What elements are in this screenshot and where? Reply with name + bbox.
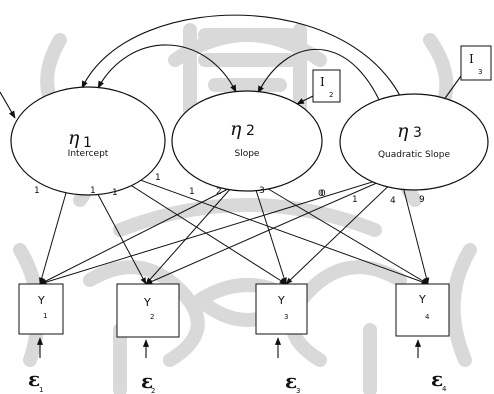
loading-path-eta3-y4	[399, 174, 430, 285]
svg-text:ε: ε	[285, 369, 297, 393]
svg-text:Y: Y	[418, 293, 426, 306]
svg-text:Y: Y	[143, 296, 151, 309]
covariance-eta2-eta3	[257, 48, 391, 129]
loading-path-eta2-y1	[39, 186, 233, 285]
indicator-y3: Y 3	[255, 283, 308, 335]
svg-text:1: 1	[83, 135, 92, 151]
intercept-path-eta1	[0, 91, 16, 119]
svg-text:3: 3	[296, 387, 300, 394]
loading-path-eta2-y3	[254, 186, 287, 285]
loading-label-eta3-y3: 4	[390, 196, 396, 206]
loading-path-eta2-y4	[264, 186, 429, 285]
svg-text:ε: ε	[141, 369, 153, 393]
svg-text:3: 3	[413, 125, 422, 141]
svg-text:I: I	[469, 52, 474, 66]
indicator-y4: Y 4	[395, 283, 450, 337]
error-e1: ε 1	[28, 367, 43, 394]
svg-text:ε: ε	[431, 367, 443, 391]
svg-text:η: η	[397, 120, 409, 142]
latent-eta2: η 2 Slope	[171, 90, 323, 192]
error-e2: ε 2	[141, 369, 155, 394]
loading-path-eta3-y3	[285, 174, 401, 285]
svg-text:1: 1	[39, 386, 43, 394]
loading-label-eta1-y1: 1	[34, 186, 40, 196]
latent-label-slope: Slope	[235, 149, 260, 159]
loading-path-eta3-y1	[39, 174, 396, 285]
loading-label-eta2-y4: 3	[259, 186, 265, 196]
intercept-box-2: I 2	[312, 69, 341, 103]
covariance-eta1-eta2	[97, 44, 237, 93]
loading-label-eta2-y2: 1	[189, 187, 195, 197]
svg-text:4: 4	[425, 313, 430, 321]
svg-text:Y: Y	[37, 294, 45, 307]
latent-label-quadratic-slope: Quadratic Slope	[378, 150, 451, 160]
svg-text:ε: ε	[28, 367, 40, 391]
loading-label-eta3-y4: 9	[419, 195, 425, 205]
loading-path-eta2-y2	[145, 186, 233, 285]
intercept-path-eta2	[296, 95, 314, 105]
svg-text:2: 2	[329, 91, 333, 99]
latent-eta3: η 3 Quadratic Slope	[339, 93, 489, 191]
indicator-y1: Y 1	[18, 283, 64, 335]
svg-text:η: η	[68, 127, 80, 149]
svg-text:3: 3	[478, 68, 482, 76]
svg-text:Y: Y	[277, 294, 285, 307]
loading-label-eta1-y4: 1	[155, 173, 161, 183]
svg-text:η: η	[230, 118, 242, 140]
loading-label-eta3-y2: 1	[352, 195, 358, 205]
intercept-box-3: I 3	[460, 45, 492, 81]
error-e3: ε 3	[285, 369, 300, 394]
svg-text:4: 4	[442, 385, 447, 393]
svg-text:2: 2	[246, 123, 255, 139]
covariance-eta1-eta3	[81, 14, 414, 129]
loading-path-eta1-y3	[109, 171, 287, 285]
latent-eta1: η 1 Intercept	[10, 86, 166, 196]
loading-label-eta2-y3: 2	[216, 187, 222, 197]
latent-label-intercept: Intercept	[68, 149, 109, 159]
indicator-y2: Y 2	[116, 283, 180, 338]
loading-label-eta1-y3: 1	[112, 188, 118, 198]
loading-path-eta3-y2	[145, 174, 396, 285]
svg-text:I: I	[320, 75, 325, 89]
svg-text:2: 2	[151, 387, 155, 394]
svg-text:3: 3	[284, 313, 288, 321]
loading-label-eta3-y1: 0	[318, 189, 324, 199]
svg-text:2: 2	[150, 313, 154, 321]
svg-text:1: 1	[43, 312, 47, 320]
loading-label-eta2-y1: 0	[320, 189, 326, 199]
loading-label-eta1-y2: 1	[90, 186, 96, 196]
error-e4: ε 4	[431, 367, 447, 393]
